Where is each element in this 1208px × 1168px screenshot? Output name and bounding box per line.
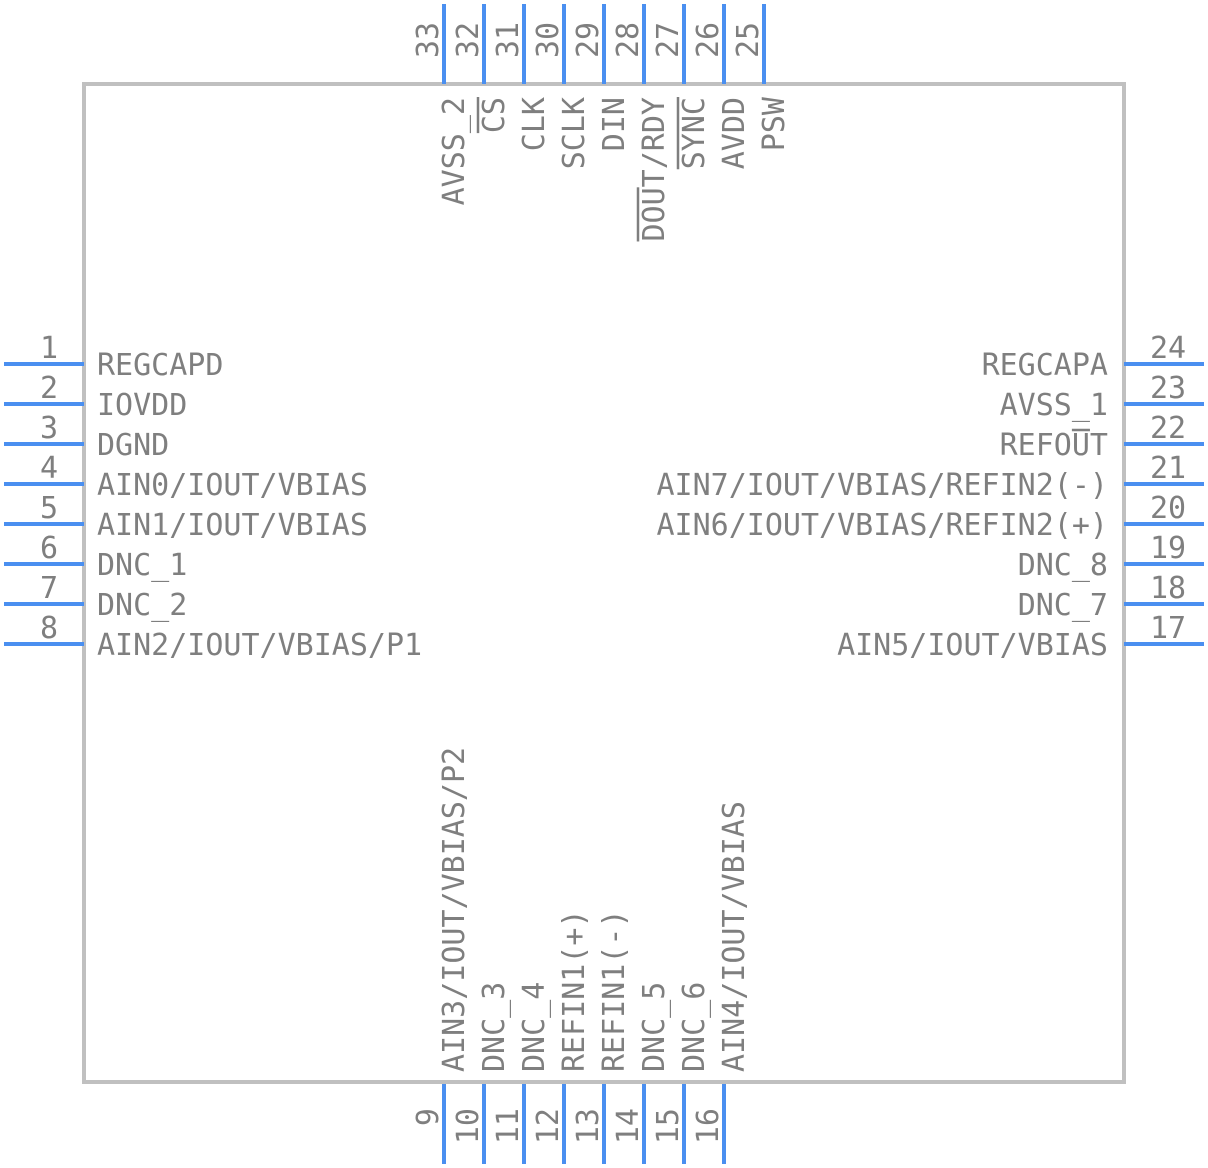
pin-name: AIN4/IOUT/VBIAS bbox=[717, 801, 752, 1072]
pin-name: REGCAPA bbox=[982, 348, 1108, 383]
pin-name: AIN6/IOUT/VBIAS/REFIN2(+) bbox=[656, 508, 1108, 543]
pin-number: 12 bbox=[531, 1108, 566, 1144]
pin-name: CS bbox=[477, 97, 512, 133]
pin-number: 26 bbox=[691, 22, 726, 58]
pin-number: 17 bbox=[1150, 611, 1186, 646]
pin-number: 32 bbox=[451, 22, 486, 58]
pin-number: 14 bbox=[611, 1108, 646, 1144]
pin-name: DNC_6 bbox=[677, 982, 712, 1072]
pin-number: 5 bbox=[40, 491, 58, 526]
ic-body bbox=[82, 82, 1126, 1084]
pin-name: REFIN1(-) bbox=[597, 909, 632, 1072]
pin-name: AVSS_2 bbox=[437, 97, 472, 205]
pin-name: AIN0/IOUT/VBIAS bbox=[97, 468, 368, 503]
pin-name: AVSS_1 bbox=[1000, 388, 1108, 423]
pin-name: IOVDD bbox=[97, 388, 187, 423]
pin-number: 18 bbox=[1150, 571, 1186, 606]
pin-number: 21 bbox=[1150, 451, 1186, 486]
pin-name: DNC_1 bbox=[97, 548, 187, 583]
pin-number: 1 bbox=[40, 331, 58, 366]
pin-number: 15 bbox=[651, 1108, 686, 1144]
pin-number: 23 bbox=[1150, 371, 1186, 406]
pin-name: AIN1/IOUT/VBIAS bbox=[97, 508, 368, 543]
pin-number: 7 bbox=[40, 571, 58, 606]
pin-name: CLK bbox=[517, 97, 552, 151]
pin-name: DNC_3 bbox=[477, 982, 512, 1072]
pin-number: 4 bbox=[40, 451, 58, 486]
pin-number: 24 bbox=[1150, 331, 1186, 366]
pin-name: DNC_8 bbox=[1018, 548, 1108, 583]
right-pins: 24 REGCAPA 23 AVSS_1 22 REFOUT 21 AIN7/IOUT/VBI… bbox=[656, 331, 1204, 663]
pin-number: 29 bbox=[571, 22, 606, 58]
pin-number: 8 bbox=[40, 611, 58, 646]
pin-number: 10 bbox=[451, 1108, 486, 1144]
pin-name: DIN bbox=[597, 97, 632, 151]
pin-number: 20 bbox=[1150, 491, 1186, 526]
pin-name: AIN2/IOUT/VBIAS/P1 bbox=[97, 628, 422, 663]
left-pins: 1 REGCAPD 2 IOVDD 3 DGND 4 AIN0/IOUT/VBIAS 5 AIN1… bbox=[4, 331, 422, 663]
pin-name: PSW bbox=[757, 96, 792, 151]
pin-number: 2 bbox=[40, 371, 58, 406]
pin-number: 27 bbox=[651, 22, 686, 58]
pin-number: 33 bbox=[411, 22, 446, 58]
pin-number: 9 bbox=[411, 1108, 446, 1126]
pin-number: 19 bbox=[1150, 531, 1186, 566]
pin-name: REFOUT bbox=[1000, 428, 1108, 463]
pin-number: 30 bbox=[531, 22, 566, 58]
pin-name: SYNC bbox=[677, 97, 712, 169]
pin-number: 13 bbox=[571, 1108, 606, 1144]
pin-name: AIN7/IOUT/VBIAS/REFIN2(-) bbox=[656, 468, 1108, 503]
pin-name: REFIN1(+) bbox=[557, 909, 592, 1072]
pin-name: DOUT/RDY bbox=[637, 97, 672, 242]
pin-name: DNC_2 bbox=[97, 588, 187, 623]
pin-name: DNC_5 bbox=[637, 982, 672, 1072]
pin-number: 28 bbox=[611, 22, 646, 58]
pin-name: AVDD bbox=[717, 97, 752, 169]
pin-number: 22 bbox=[1150, 411, 1186, 446]
pin-name: DNC_4 bbox=[517, 982, 552, 1072]
pin-number: 25 bbox=[731, 22, 766, 58]
pin-number: 31 bbox=[491, 22, 526, 58]
pin-number: 6 bbox=[40, 531, 58, 566]
pin-number: 16 bbox=[691, 1108, 726, 1144]
pin-number: 3 bbox=[40, 411, 58, 446]
pin-name: AIN5/IOUT/VBIAS bbox=[837, 628, 1108, 663]
bottom-pins: 9 AIN3/IOUT/VBIAS/P2 10 DNC_3 11 DNC_4 12 REFIN… bbox=[411, 747, 752, 1164]
pin-name: SCLK bbox=[557, 97, 592, 169]
pin-name: DGND bbox=[97, 428, 169, 463]
pin-name: REGCAPD bbox=[97, 348, 223, 383]
pin-name: DNC_7 bbox=[1018, 588, 1108, 623]
pin-number: 11 bbox=[491, 1108, 526, 1144]
pin-name: AIN3/IOUT/VBIAS/P2 bbox=[437, 747, 472, 1072]
